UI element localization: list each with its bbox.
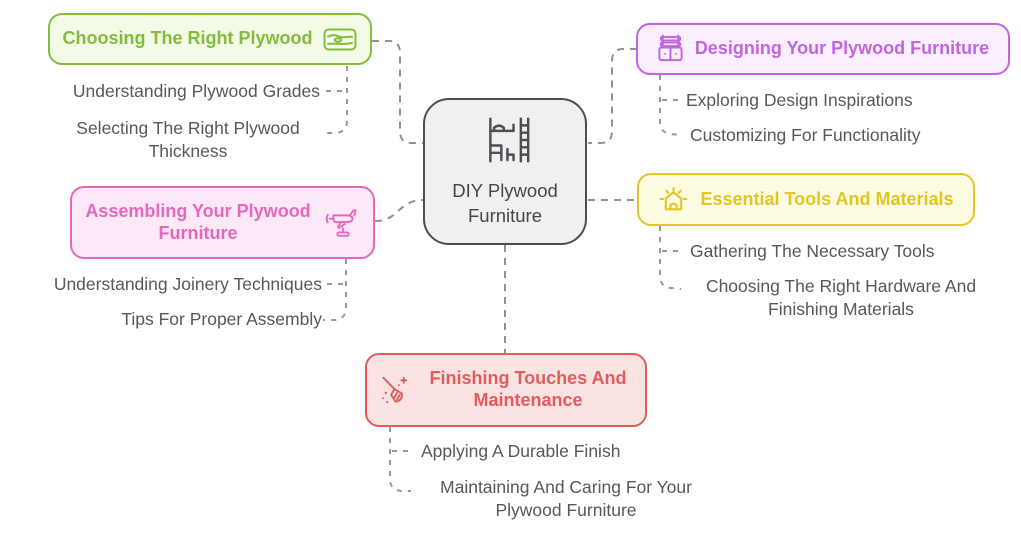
subtopic-choosing-hardware-finishing-materials[interactable]: Choosing The Right Hardware And Finishin… [705,276,977,319]
subtopic-understanding-plywood-grades[interactable]: Understanding Plywood Grades [72,81,320,101]
subtopic-customizing-for-functionality[interactable]: Customizing For Functionality [690,125,921,145]
subtopic-gathering-necessary-tools[interactable]: Gathering The Necessary Tools [690,241,935,261]
subtopic-applying-durable-finish[interactable]: Applying A Durable Finish [421,441,621,461]
connector-tools-children [659,226,682,290]
connector-center-to-choosing [372,40,424,144]
subtopic-understanding-joinery-techniques[interactable]: Understanding Joinery Techniques [53,274,322,294]
branch-node-tools-materials[interactable]: Essential Tools And Materials [637,173,975,226]
subtopic-tips-for-proper-assembly[interactable]: Tips For Proper Assembly [121,309,322,329]
branch-label: Designing Your Plywood Furniture [694,38,990,59]
toy-airplane-icon [323,206,361,239]
connector-center-to-designing [588,48,637,144]
branch-label: Finishing Touches And Maintenance [429,368,627,410]
center-node[interactable]: DIY Plywood Furniture [423,98,587,245]
house-icon [658,185,689,214]
connector-assembling-children [323,259,347,321]
connector-finishing-children [389,427,411,492]
connector-center-to-assembling [374,199,425,222]
bunk-bed-icon [478,115,532,171]
branch-label: Choosing The Right Plywood [62,28,313,49]
broom-icon [379,373,412,407]
branch-node-choosing-plywood[interactable]: Choosing The Right Plywood [48,13,372,65]
subtopic-selecting-plywood-thickness[interactable]: Selecting The Right Plywood Thickness [76,118,300,161]
connector-designing-children [659,75,682,136]
center-node-label: DIY Plywood Furniture [452,180,558,226]
branch-label: Essential Tools And Materials [700,188,954,209]
plywood-sheet-icon [323,27,357,52]
branch-node-assembling-furniture[interactable]: Assembling Your Plywood Furniture [70,186,375,259]
subtopic-maintaining-caring-furniture[interactable]: Maintaining And Caring For Your Plywood … [440,477,692,520]
shelf-cabinet-icon [657,34,684,65]
connector-choosing-children [324,66,348,134]
branch-node-finishing-maintenance[interactable]: Finishing Touches And Maintenance [365,353,647,427]
subtopic-exploring-design-inspirations[interactable]: Exploring Design Inspirations [686,90,913,110]
branch-node-designing-furniture[interactable]: Designing Your Plywood Furniture [636,23,1010,75]
branch-label: Assembling Your Plywood Furniture [85,200,311,243]
